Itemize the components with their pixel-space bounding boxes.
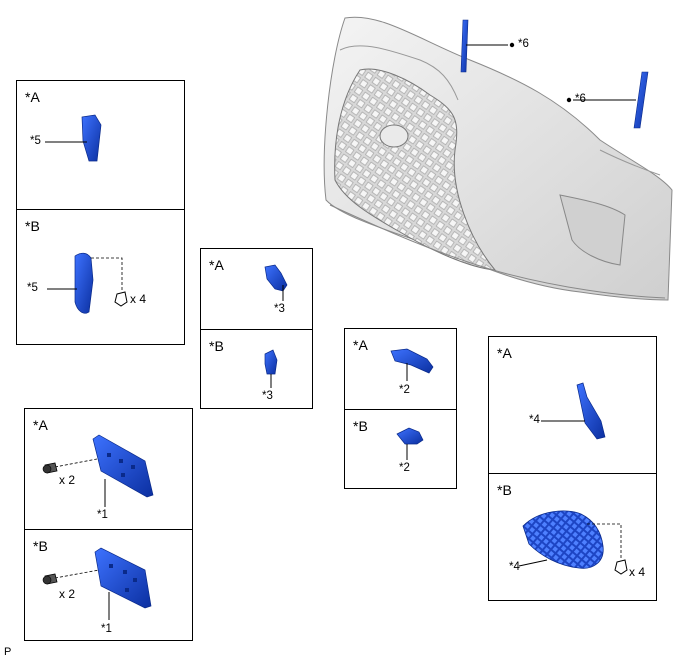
- view-b-label: *B: [33, 538, 48, 554]
- view-b-label: *B: [25, 218, 40, 234]
- part-3-illustration-a: [264, 264, 288, 292]
- quantity-label: x 2: [59, 473, 76, 487]
- callout-5-b: *5: [27, 282, 38, 294]
- callout-4-b: *4: [509, 561, 520, 573]
- view-b-cell: *B *4 x 4: [489, 473, 656, 602]
- molding-part-right: [633, 71, 649, 129]
- view-a-label: *A: [353, 337, 368, 353]
- view-a-label: *A: [25, 89, 40, 105]
- molding-part-top: [460, 19, 469, 73]
- callout-2-a: *2: [399, 384, 410, 396]
- view-a-cell: *A *5: [17, 81, 184, 209]
- view-a-cell: *A *3: [201, 249, 312, 329]
- part-1-illustration-b: [94, 547, 152, 609]
- panel-part-3: *A *3 *B *3: [200, 248, 313, 409]
- panel-part-2: *A *2 *B *2: [344, 328, 457, 489]
- callout-6-right: *6: [575, 93, 586, 105]
- view-b-cell: *B *3: [201, 329, 312, 410]
- panel-part-1: *A *1 x 2 *B *1 x 2: [24, 408, 193, 641]
- view-a-cell: *A *2: [345, 329, 456, 409]
- callout-5-a: *5: [30, 135, 41, 147]
- callout-1-a: *1: [97, 509, 108, 521]
- view-b-label: *B: [353, 418, 368, 434]
- view-a-label: *A: [33, 417, 48, 433]
- part-4-illustration-b: [522, 510, 604, 569]
- callout-1-b: *1: [101, 623, 112, 635]
- callout-3-b: *3: [262, 390, 273, 402]
- view-b-cell: *B *2: [345, 409, 456, 490]
- callout-4-a: *4: [529, 414, 540, 426]
- view-a-label: *A: [497, 345, 512, 361]
- callout-2-b: *2: [399, 462, 410, 474]
- view-a-cell: *A *1 x 2: [25, 409, 192, 529]
- clip-icon: [114, 291, 128, 307]
- callout-3-a: *3: [274, 303, 285, 315]
- part-3-illustration-b: [264, 349, 278, 375]
- panel-part-4: *A *4 *B *4 x 4: [488, 336, 657, 601]
- part-2-illustration-b: [396, 427, 424, 445]
- part-4-illustration-a: [576, 382, 606, 440]
- part-5-illustration-a: [81, 114, 102, 162]
- part-5-illustration-b: [74, 252, 94, 314]
- clip-icon: [614, 559, 628, 575]
- panel-part-5: *A *5 *B *5 x 4: [16, 80, 185, 345]
- quantity-label: x 4: [629, 565, 646, 579]
- view-b-label: *B: [209, 338, 224, 354]
- quantity-label: x 2: [59, 587, 76, 601]
- figure-mark: P: [4, 646, 12, 658]
- callout-6-top: *6: [518, 38, 529, 50]
- view-b-cell: *B *5 x 4: [17, 209, 184, 345]
- quantity-label: x 4: [130, 292, 147, 306]
- view-b-cell: *B *1 x 2: [25, 529, 192, 642]
- view-a-label: *A: [209, 257, 224, 273]
- view-b-label: *B: [497, 482, 512, 498]
- part-1-illustration-a: [92, 434, 154, 498]
- view-a-cell: *A *4: [489, 337, 656, 473]
- part-2-illustration-a: [390, 348, 434, 374]
